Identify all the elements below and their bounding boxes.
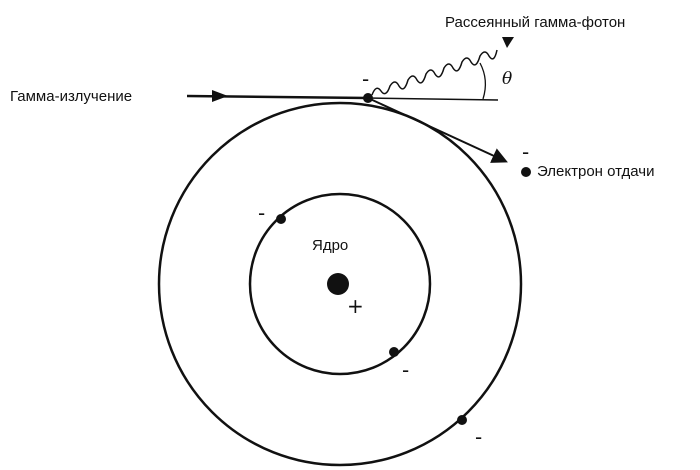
- inner-electron-bottom: [389, 347, 399, 357]
- angle-reference-line: [368, 98, 498, 100]
- theta-symbol: θ: [502, 69, 512, 89]
- inner-electron-top-sign: -: [258, 201, 265, 225]
- scattered-photon-wave: [372, 50, 497, 95]
- scattering-angle-arc: [480, 63, 485, 99]
- inner-electron-bottom-sign: -: [402, 358, 409, 382]
- nucleus-charge-sign: +: [347, 294, 364, 318]
- nucleus-label: Ядро: [312, 237, 348, 254]
- nucleus: [327, 273, 349, 295]
- incident-gamma-label: Гамма-излучение: [10, 88, 132, 105]
- recoil-electron: [521, 167, 531, 177]
- inner-electron-top: [276, 214, 286, 224]
- scattered-photon-arrow: [502, 37, 514, 48]
- recoil-electron-path: [368, 98, 505, 161]
- outer-electron-sign: -: [475, 425, 482, 449]
- scattered-photon-label: Рассеянный гамма-фотон: [445, 14, 625, 31]
- outer-electron: [457, 415, 467, 425]
- recoil-electron-label: Электрон отдачи: [537, 163, 654, 180]
- interaction-electron-sign: -: [362, 67, 369, 91]
- recoil-electron-sign: -: [522, 140, 529, 164]
- incident-direction-arrow: [212, 90, 228, 102]
